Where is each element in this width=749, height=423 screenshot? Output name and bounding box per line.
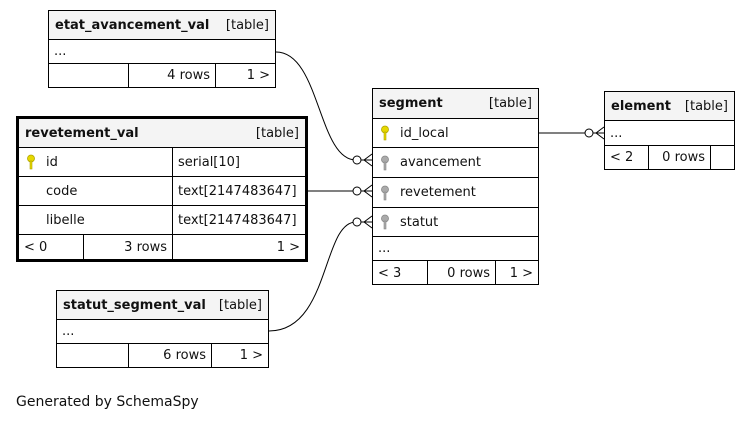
foreign-key-icon bbox=[381, 155, 389, 170]
ellipsis-row: ... bbox=[610, 125, 623, 141]
edge-avancement bbox=[275, 51, 372, 161]
footer-row-count: 3 rows bbox=[83, 235, 172, 259]
foreign-key-icon bbox=[381, 214, 389, 230]
table-type: [table] bbox=[225, 17, 269, 33]
table-segment[interactable]: segment [table] id_local avancement reve… bbox=[372, 88, 539, 285]
table-name: etat_avancement_val bbox=[55, 17, 210, 33]
primary-key-icon bbox=[381, 125, 389, 141]
footer-children[interactable]: 1 > bbox=[211, 344, 268, 367]
ellipsis-row: ... bbox=[62, 324, 75, 339]
edge-statut bbox=[268, 221, 372, 332]
column-type: serial[10] bbox=[172, 148, 305, 176]
footer-parents bbox=[57, 344, 128, 367]
ellipsis-row: ... bbox=[54, 44, 67, 59]
foreign-key-icon bbox=[381, 185, 389, 200]
column-type: text[2147483647] bbox=[172, 206, 305, 234]
table-name: segment bbox=[379, 96, 443, 111]
column-name: libelle bbox=[46, 212, 85, 228]
column-name: code bbox=[46, 183, 78, 199]
footer-children bbox=[710, 146, 734, 169]
column-type: text[2147483647] bbox=[172, 177, 305, 205]
table-type: [table] bbox=[255, 125, 299, 141]
footer-row-count: 6 rows bbox=[128, 344, 211, 367]
column-name: statut bbox=[400, 214, 439, 230]
footer-parents[interactable]: < 2 bbox=[610, 150, 634, 165]
footer-children[interactable]: 1 > bbox=[215, 64, 275, 87]
footer-children[interactable]: 1 > bbox=[172, 235, 305, 259]
table-type: [table] bbox=[218, 297, 262, 313]
primary-key-icon bbox=[27, 154, 35, 170]
footer-row-count: 4 rows bbox=[128, 64, 215, 87]
footer-row-count: 0 rows bbox=[427, 261, 495, 285]
table-etat-avancement-val[interactable]: etat_avancement_val [table] ... 4 rows 1… bbox=[48, 10, 276, 88]
optional-marker bbox=[352, 186, 362, 196]
table-statut-segment-val[interactable]: statut_segment_val [table] ... 6 rows 1 … bbox=[56, 290, 269, 368]
column-name: revetement bbox=[400, 185, 476, 200]
table-revetement-val[interactable]: revetement_val [table] id serial[10] cod… bbox=[16, 116, 308, 262]
table-type: [table] bbox=[684, 98, 728, 114]
footer-parents[interactable]: < 3 bbox=[378, 265, 402, 281]
column-name: avancement bbox=[400, 155, 482, 170]
footer-row-count: 0 rows bbox=[648, 146, 710, 169]
footer-parents[interactable]: < 0 bbox=[24, 239, 48, 255]
table-element[interactable]: element [table] ... < 2 0 rows bbox=[604, 91, 735, 170]
ellipsis-row: ... bbox=[378, 241, 391, 256]
optional-marker bbox=[352, 155, 362, 165]
column-name: id bbox=[46, 154, 58, 170]
table-type: [table] bbox=[488, 96, 532, 111]
optional-marker bbox=[584, 128, 594, 138]
table-name: element bbox=[611, 98, 671, 114]
footer-children[interactable]: 1 > bbox=[495, 261, 538, 285]
footer-parents bbox=[49, 64, 128, 87]
table-name: statut_segment_val bbox=[63, 297, 206, 313]
optional-marker bbox=[352, 217, 362, 227]
column-name: id_local bbox=[400, 125, 449, 141]
table-name: revetement_val bbox=[25, 125, 139, 141]
generated-by-note: Generated by SchemaSpy bbox=[16, 394, 199, 410]
